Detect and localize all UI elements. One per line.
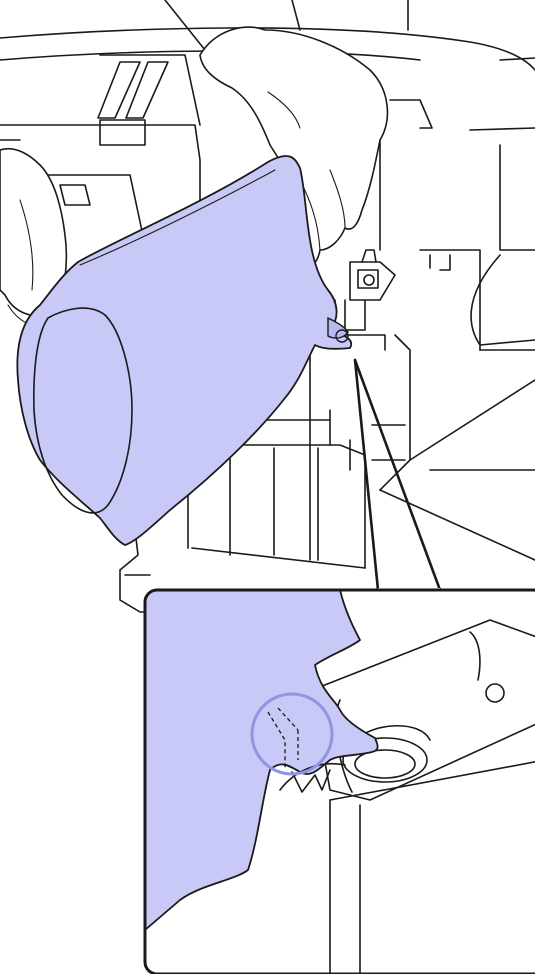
detail-inset (145, 590, 535, 974)
callout-pointer (355, 360, 440, 590)
ink-pack (17, 156, 351, 545)
